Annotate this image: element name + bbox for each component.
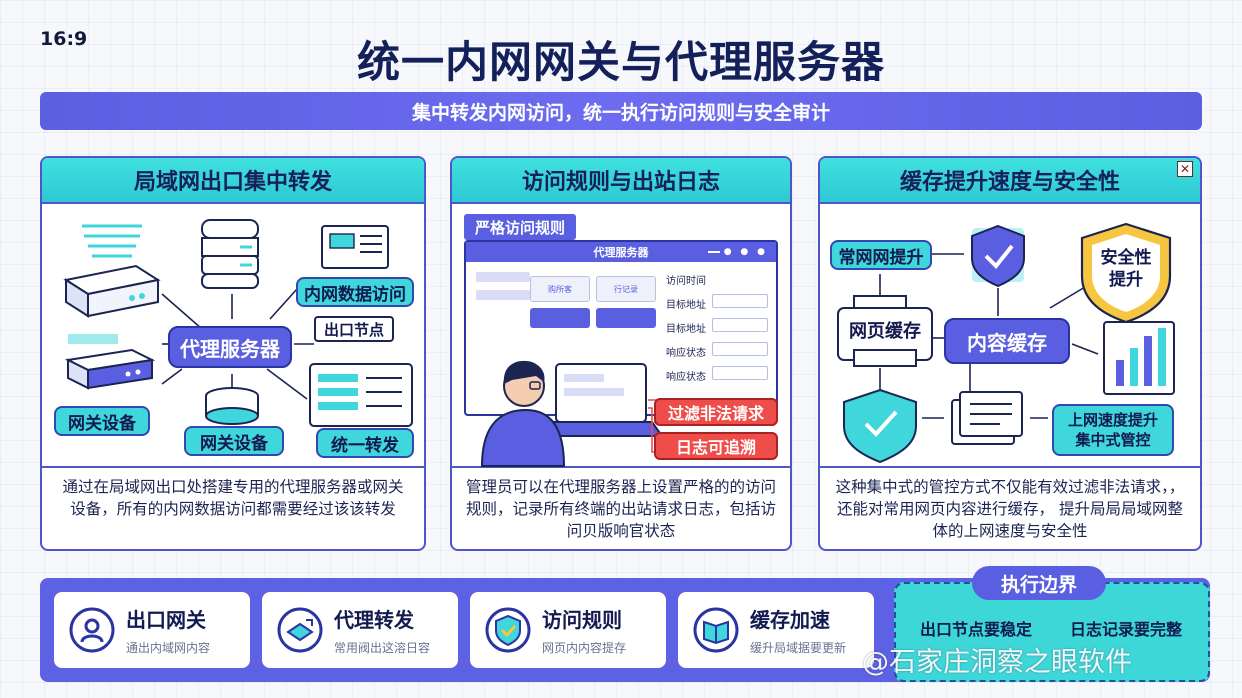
monitor-icon [321,225,389,269]
verified-shield-icon [971,224,1025,288]
cache-diagram [837,222,1175,464]
panel-description: 这种集中式的管控方式不仅能有效过滤非法请求，，还能对常用网页内容进行缓存， 提升… [835,478,1185,540]
feature-card-proxy-forward: 代理转发 常用阀出这溶日容 [262,592,458,668]
window-title: 代理服务器 [593,246,649,259]
dashboard-window-icon [309,363,413,427]
book-cache-icon [693,607,739,653]
check-shield-icon [843,388,917,464]
panel-description: 通过在局域网出口处搭建专用的代理服务器或网关设备，所有的内网数据访问都需要经过该… [62,478,404,518]
panel-title: 缓存提升速度与安全性 [820,158,1200,204]
page-cache-label: 网页缓存 [849,321,921,342]
card-title: 出口网关 [126,608,206,632]
close-icon[interactable]: ✕ [1177,161,1193,177]
security-boost-label: 安全性提升 [1100,248,1152,290]
minimize-icon [708,251,720,253]
page-title: 统一内网网关与代理服务器 [357,38,885,88]
admin-illustration [480,360,664,467]
info-card: 购所客 [530,276,590,302]
proxy-server-label: 代理服务器 [168,326,292,368]
card-subtitle: 网页内内容提存 [542,641,627,655]
sidebar-bar [476,290,530,300]
target-address-label: 目标地址 [666,324,706,335]
subtitle-text: 集中转发内网访问，统一执行访问规则与安全审计 [411,101,830,124]
action-block [596,308,656,328]
panel-cache-security: 缓存提升速度与安全性 [818,156,1202,551]
gateway-device-label-bottom: 网关设备 [184,426,284,456]
switch-icon [64,334,156,390]
panel-diagram: 代理服务器 内网数据访问 出口节点 网关设备 网关设备 统一转发 [42,204,424,468]
sidebar-bar [476,272,530,282]
target-address-field[interactable] [712,294,768,308]
response-status-field[interactable] [712,366,768,380]
filter-illegal-requests-label: 过滤非法请求 [654,398,778,426]
printer-cache-icon [837,295,933,367]
target-address-field[interactable] [712,318,768,332]
shield-check-icon [485,607,531,653]
common-boost-label: 常网网提升 [830,240,932,270]
boundary-item: 日志记录要完整 [1070,620,1183,639]
panel-description: 管理员可以在代理服务器上设置严格的的访问规则，记录所有终端的出站请求日志，包括访… [466,478,777,540]
response-status-label: 响应状态 [666,348,706,359]
response-status-label: 响应状态 [666,372,706,383]
gateway-disk-icon [205,387,259,425]
proxy-forward-icon [277,607,323,653]
feature-card-exit-gateway: 出口网关 通出内域网内容 [54,592,250,668]
access-time-label: 访问时间 [666,276,706,287]
card-subtitle: 缓升局域据要更新 [750,641,847,655]
log-traceable-label: 日志可追溯 [654,432,778,460]
card-title: 访问规则 [542,608,622,632]
subtitle-bar: 集中转发内网访问，统一执行访问规则与安全审计 [40,92,1202,130]
feature-card-access-rules: 访问规则 网页内内容提存 [470,592,666,668]
action-block [530,308,590,328]
response-status-field[interactable] [712,342,768,356]
exit-node-label: 出口节点 [314,316,394,342]
execution-boundary-title: 执行边界 [972,566,1106,600]
wifi-signal-icon [82,224,142,258]
exit-gateway-icon [69,607,115,653]
panel-access-rules: 访问规则与出站日志 严格访问规则 代理服务器 ● ● ● 购所客 行记录 访问时… [450,156,792,551]
gateway-device-label-left: 网关设备 [54,406,150,436]
panel-diagram: 严格访问规则 代理服务器 ● ● ● 购所客 行记录 访问时间 目标地址 目标地… [452,204,790,468]
bar-chart-icon [1103,321,1175,395]
speed-control-label: 上网速度提升集中式管控 [1052,404,1174,456]
panel-lan-exit: 局域网出口集中转发 [40,156,426,551]
unified-forward-label: 统一转发 [316,428,414,458]
content-cache-label: 内容缓存 [944,318,1070,364]
server-stack-icon [201,219,259,289]
feature-card-cache-accel: 缓存加速 缓升局域据要更新 [678,592,874,668]
documents-icon [951,391,1023,445]
info-card: 行记录 [596,276,656,302]
router-icon [63,264,161,318]
boundary-item: 出口节点要稳定 [920,620,1033,639]
card-title: 代理转发 [334,608,414,632]
panel-diagram: 常网网提升 网页缓存 内容缓存 安全性提升 上网速度提升集中式管控 [820,204,1200,468]
watermark: @石家庄洞察之眼软件 [862,647,1132,678]
panel-title: 访问规则与出站日志 [452,158,790,204]
panel-title: 局域网出口集中转发 [42,158,424,204]
card-subtitle: 通出内域网内容 [126,641,211,655]
window-dots-icon: ● ● ● [723,247,768,257]
network-diagram [63,219,413,427]
window-titlebar: 代理服务器 ● ● ● [466,242,776,262]
strict-rules-tag: 严格访问规则 [464,214,576,240]
target-address-label: 目标地址 [666,300,706,311]
administrator-person-icon [480,360,566,467]
laptop-icon [540,363,664,437]
security-shield-icon [1080,222,1172,324]
card-title: 缓存加速 [750,608,830,632]
intranet-access-label: 内网数据访问 [296,277,414,307]
card-subtitle: 常用阀出这溶日容 [334,641,431,655]
aspect-ratio-label: 16:9 [40,28,88,50]
